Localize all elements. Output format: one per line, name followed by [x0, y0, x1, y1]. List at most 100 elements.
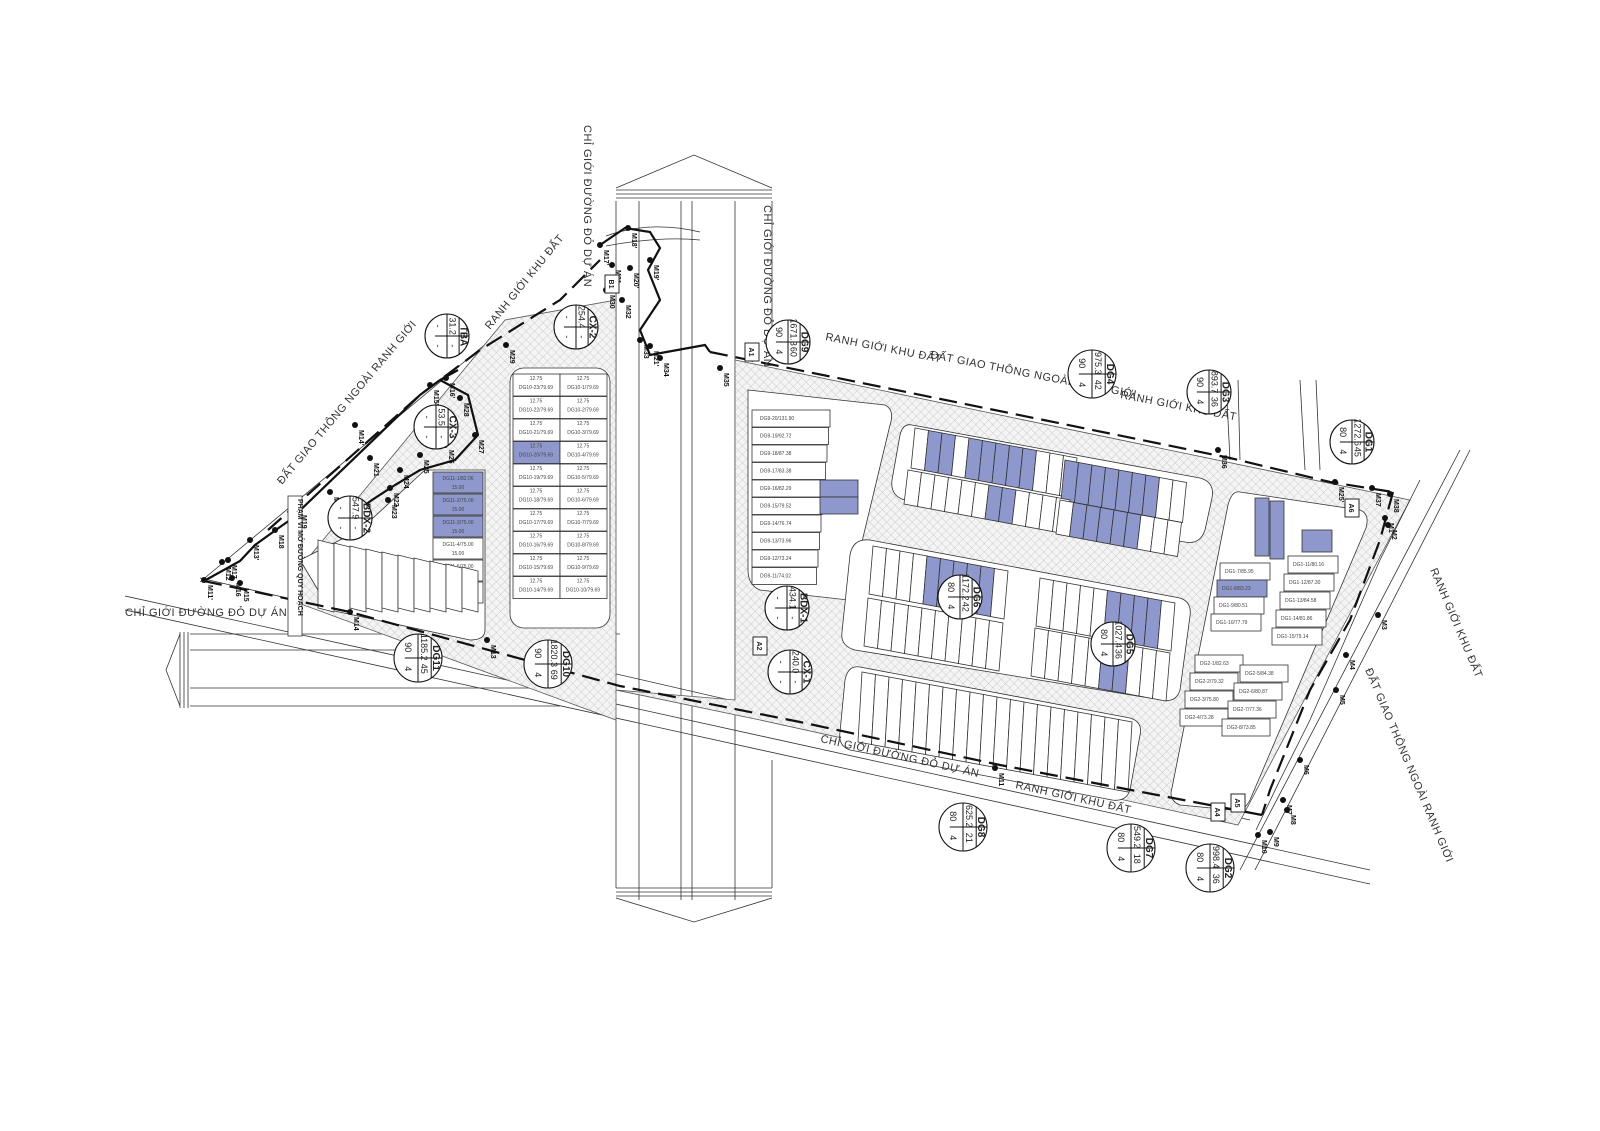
lot-cell[interactable]	[1184, 690, 1234, 709]
lot-cell[interactable]	[819, 479, 859, 498]
lot-id: DG1-7/85.95	[1225, 569, 1254, 575]
lot-cell[interactable]	[559, 531, 608, 554]
lot-cell[interactable]	[432, 471, 484, 494]
lot-cell[interactable]	[432, 515, 484, 538]
zone-area: 240.0	[791, 651, 801, 674]
survey-marker-dot	[1255, 832, 1261, 838]
lot-cell[interactable]	[1283, 573, 1335, 592]
lot-cell[interactable]	[1279, 591, 1331, 610]
lot-cell[interactable]	[559, 463, 608, 487]
survey-marker-label: M28	[462, 403, 469, 417]
lot-cell[interactable]	[751, 514, 822, 533]
lot-cell[interactable]	[413, 557, 431, 613]
svg-text:12.75: 12.75	[530, 556, 543, 562]
lot-cell[interactable]	[1301, 529, 1333, 553]
lot-cell[interactable]	[559, 373, 608, 397]
lot-cell[interactable]	[1194, 654, 1244, 673]
lot-cell[interactable]	[819, 496, 859, 515]
lot-cell[interactable]	[461, 566, 479, 613]
zone-area: 434.1	[788, 587, 798, 610]
survey-marker-label: M16'	[448, 383, 455, 399]
lot-cell[interactable]	[397, 554, 415, 613]
lot-cell[interactable]	[1254, 497, 1270, 557]
zone-units: -	[448, 344, 458, 347]
svg-text:12.75: 12.75	[577, 466, 590, 472]
lot-cell[interactable]	[1227, 700, 1277, 719]
zone-density: 80	[1338, 427, 1348, 437]
external-traffic-label-right: ĐẤT GIAO THÔNG NGOÀI RANH GIỚI	[1362, 666, 1456, 864]
lot-cell[interactable]	[432, 537, 484, 560]
lot-cell[interactable]	[1269, 500, 1285, 560]
lot-cell[interactable]	[559, 486, 608, 509]
lot-cell[interactable]	[559, 508, 608, 532]
lot-cell[interactable]	[559, 576, 608, 599]
zone-density: 80	[1195, 852, 1205, 862]
lot-id: DG10-3/79.69	[567, 430, 599, 436]
lot-cell[interactable]	[432, 493, 484, 516]
lot-cell[interactable]	[1157, 600, 1176, 652]
lot-cell[interactable]	[559, 396, 608, 419]
lot-cell[interactable]	[1287, 555, 1339, 574]
lot-cell[interactable]	[1152, 650, 1171, 702]
survey-marker-label: M22	[392, 493, 399, 507]
zone-density: -	[776, 661, 786, 664]
lot-cell[interactable]	[1189, 672, 1239, 691]
lot-cell[interactable]	[349, 545, 367, 613]
lot-cell[interactable]	[990, 568, 1009, 620]
lot-cell[interactable]	[1210, 613, 1262, 632]
lot-cell[interactable]	[1221, 718, 1271, 737]
lot-cell[interactable]	[751, 409, 831, 428]
lot-cell[interactable]	[751, 532, 820, 550]
corner-tag-a1: A1	[744, 342, 760, 362]
lot-cell[interactable]	[1114, 719, 1133, 793]
lot-cell[interactable]	[1275, 609, 1327, 628]
survey-marker-label: M1	[1387, 523, 1394, 533]
lot-cell[interactable]	[1239, 664, 1289, 683]
survey-marker-label: M14'	[357, 430, 364, 446]
zone-density: 90	[533, 648, 543, 658]
red-line-label-top-left: CHỈ GIỚI ĐƯỜNG ĐỎ DỰ ÁN	[581, 125, 594, 287]
lot-id: DG1-13/84.58	[1285, 598, 1317, 604]
zone-area: 254.4	[577, 306, 587, 329]
lot-cell[interactable]	[751, 462, 826, 480]
lot-cell[interactable]	[751, 567, 817, 585]
lot-cell[interactable]	[985, 620, 1004, 672]
lot-cell[interactable]	[429, 560, 447, 613]
lot-cell[interactable]	[445, 563, 463, 613]
lot-cell[interactable]	[1271, 627, 1323, 646]
lot-cell[interactable]	[751, 427, 829, 445]
lot-cell[interactable]	[381, 551, 399, 613]
lot-cell[interactable]	[559, 553, 608, 577]
lot-cell[interactable]	[751, 549, 819, 568]
lot-cell[interactable]	[317, 539, 335, 613]
lot-cell[interactable]	[751, 444, 828, 463]
lot-cell[interactable]	[1163, 519, 1182, 557]
zone-circle-cx-3[interactable]: CX-353.5---	[413, 404, 459, 450]
survey-marker-label: M15	[242, 588, 249, 602]
zone-floors: 4	[1099, 651, 1109, 656]
lot-cell[interactable]	[559, 418, 608, 442]
lot-cell[interactable]	[333, 542, 351, 613]
lot-cell[interactable]	[1233, 682, 1283, 701]
survey-marker-label: M26	[447, 450, 454, 464]
lot-cell[interactable]	[365, 548, 383, 613]
lot-cell[interactable]	[1168, 479, 1187, 523]
lot-cell[interactable]	[559, 441, 608, 464]
zone-density: -	[422, 416, 432, 419]
